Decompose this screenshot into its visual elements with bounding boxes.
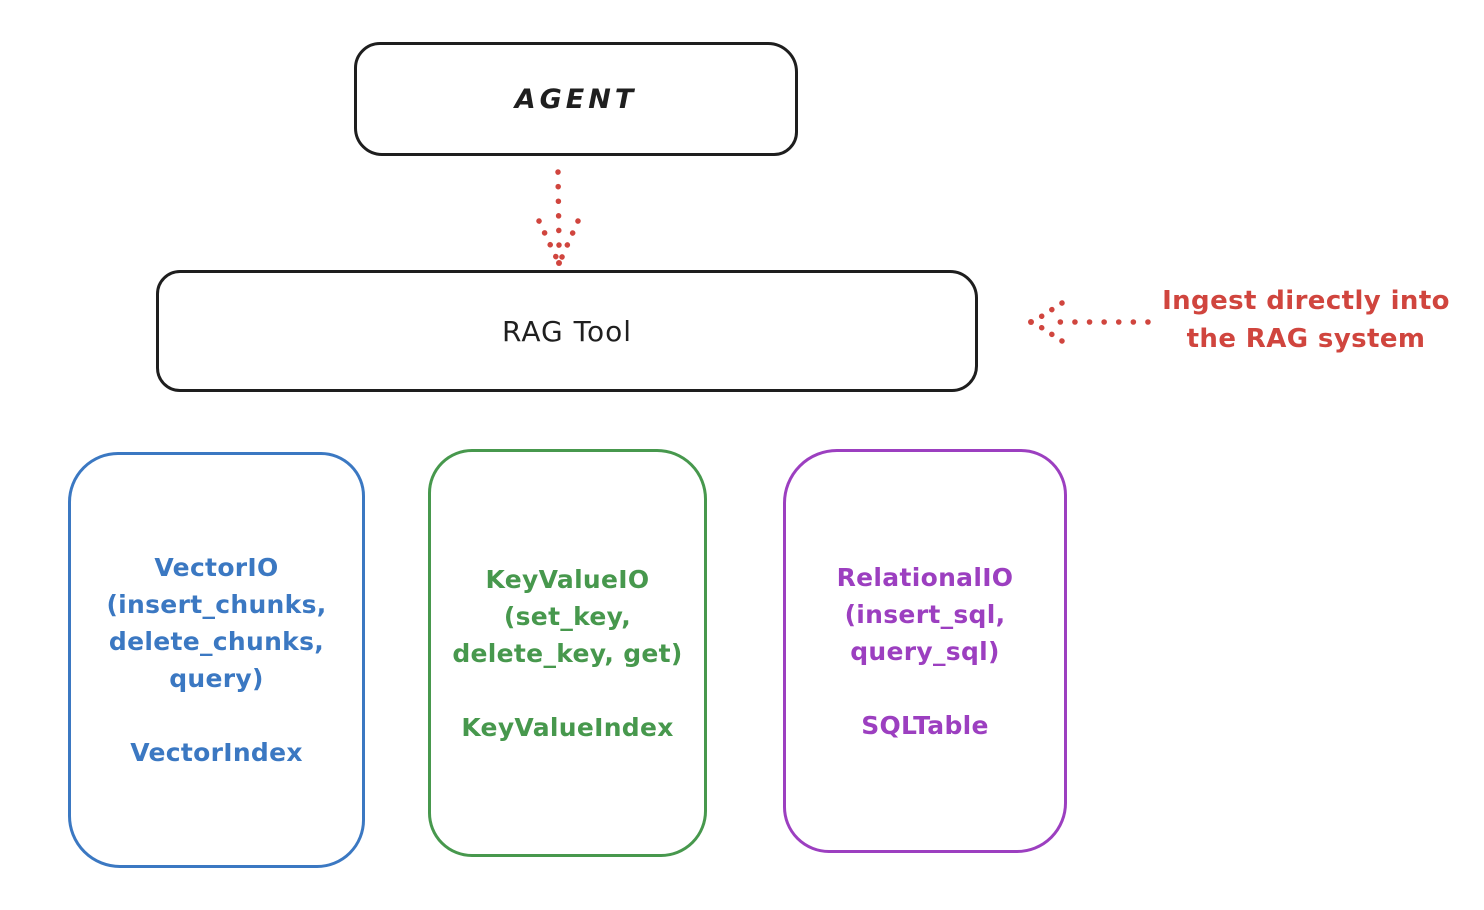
ingest-annotation-line-2: the RAG system: [1186, 324, 1426, 354]
vector-index-label: VectorIndex: [130, 738, 303, 767]
rag-tool-label: RAG Tool: [502, 314, 632, 348]
ingest-annotation-line-1: Ingest directly into: [1162, 286, 1450, 316]
vector-io-methods-line-2: delete_chunks,: [108, 627, 325, 656]
sql-table-label: SQLTable: [861, 710, 989, 740]
relational-io-box: RelationalIO (insert_sql, query_sql) SQL…: [783, 449, 1067, 853]
ingest-annotation: Ingest directly into the RAG system: [1138, 282, 1474, 358]
vector-io-methods-line-1: (insert_chunks,: [106, 590, 327, 619]
keyvalue-index-label: KeyValueIndex: [461, 712, 674, 742]
vector-io-box: VectorIO (insert_chunks, delete_chunks, …: [68, 452, 365, 868]
vector-io-methods-line-3: query): [169, 664, 264, 693]
agent-label: AGENT: [514, 83, 638, 115]
relational-io-methods-line-2: query_sql): [850, 636, 1000, 666]
keyvalue-io-box: KeyValueIO (set_key, delete_key, get) Ke…: [428, 449, 707, 857]
keyvalue-io-methods-line-2: delete_key, get): [452, 638, 683, 668]
keyvalue-io-methods-line-1: (set_key,: [503, 601, 632, 631]
down-dotted-arrow-icon: [536, 169, 581, 266]
relational-io-methods-line-1: (insert_sql,: [844, 599, 1006, 629]
keyvalue-io-title: KeyValueIO: [485, 564, 650, 594]
left-dotted-arrow-icon: [1028, 300, 1151, 344]
rag-tool-box: RAG Tool: [156, 270, 978, 392]
agent-box: AGENT: [354, 42, 798, 156]
vector-io-title: VectorIO: [154, 553, 279, 582]
relational-io-title: RelationalIO: [836, 562, 1014, 592]
